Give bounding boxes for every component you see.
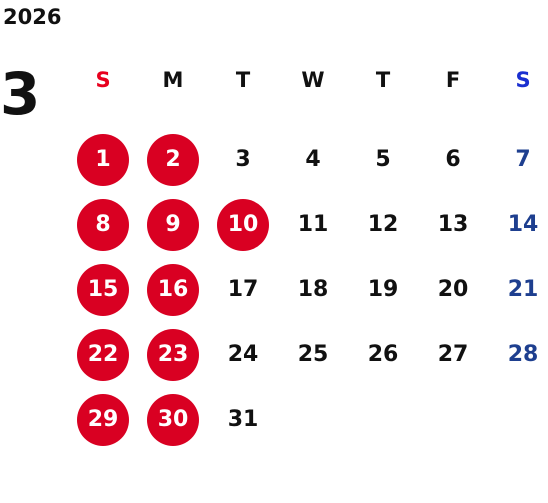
calendar-day-number: 8 xyxy=(95,212,111,237)
calendar-day-number: 7 xyxy=(515,147,531,172)
weekday-header-tuesday: T xyxy=(235,68,251,92)
calendar-day-highlighted: 23 xyxy=(138,322,208,387)
calendar-day: 20 xyxy=(418,257,488,322)
calendar-day-highlighted: 30 xyxy=(138,387,208,452)
calendar-day-number: 13 xyxy=(437,212,469,237)
calendar-day-highlighted: 22 xyxy=(68,322,138,387)
weekday-header-monday: M xyxy=(162,68,184,92)
calendar-day: 4 xyxy=(278,127,348,192)
calendar-day-highlighted: 10 xyxy=(208,192,278,257)
calendar-day-number: 11 xyxy=(297,212,329,237)
calendar-day-highlighted: 16 xyxy=(138,257,208,322)
calendar-day: 3 xyxy=(208,127,278,192)
calendar-day: 27 xyxy=(418,322,488,387)
calendar-day-number: 12 xyxy=(367,212,399,237)
calendar-day-number: 31 xyxy=(227,407,259,432)
calendar-day: 14 xyxy=(488,192,548,257)
calendar-day: 6 xyxy=(418,127,488,192)
calendar-day-highlighted: 2 xyxy=(138,127,208,192)
calendar-day-highlighted: 9 xyxy=(138,192,208,257)
calendar-day-number: 27 xyxy=(437,342,469,367)
calendar-day-number: 14 xyxy=(507,212,539,237)
calendar-day: 11 xyxy=(278,192,348,257)
calendar-day: 12 xyxy=(348,192,418,257)
calendar-day-highlighted: 8 xyxy=(68,192,138,257)
calendar-day-number: 1 xyxy=(95,147,111,172)
calendar-day-number: 20 xyxy=(437,277,469,302)
calendar-day: 18 xyxy=(278,257,348,322)
calendar-day: 17 xyxy=(208,257,278,322)
calendar-day-number: 10 xyxy=(227,212,259,237)
calendar-day-number: 15 xyxy=(87,277,119,302)
calendar-day: 28 xyxy=(488,322,548,387)
calendar-day: 19 xyxy=(348,257,418,322)
calendar-day-number: 24 xyxy=(227,342,259,367)
calendar-day-number: 23 xyxy=(157,342,189,367)
calendar-day-number: 19 xyxy=(367,277,399,302)
calendar-day-number: 2 xyxy=(165,147,181,172)
calendar-day-number: 26 xyxy=(367,342,399,367)
calendar-day-number: 18 xyxy=(297,277,329,302)
calendar-day-number: 30 xyxy=(157,407,189,432)
weekday-header-sunday: S xyxy=(95,68,111,92)
calendar-day: 7 xyxy=(488,127,548,192)
calendar-day-number: 5 xyxy=(375,147,391,172)
calendar-day-highlighted: 15 xyxy=(68,257,138,322)
weekday-header-wednesday: W xyxy=(301,68,325,92)
calendar-day-number: 25 xyxy=(297,342,329,367)
calendar-day-number: 28 xyxy=(507,342,539,367)
calendar-day-number: 9 xyxy=(165,212,181,237)
calendar-day-highlighted: 1 xyxy=(68,127,138,192)
calendar-day-number: 17 xyxy=(227,277,259,302)
calendar-day: 24 xyxy=(208,322,278,387)
calendar-day: 25 xyxy=(278,322,348,387)
calendar-day-number: 4 xyxy=(305,147,321,172)
calendar-day: 21 xyxy=(488,257,548,322)
calendar-day-number: 29 xyxy=(87,407,119,432)
calendar-day: 5 xyxy=(348,127,418,192)
calendar-month: 3 xyxy=(0,60,41,128)
weekday-header-thursday: T xyxy=(375,68,391,92)
calendar-day: 31 xyxy=(208,387,278,452)
weekday-header-friday: F xyxy=(445,68,461,92)
calendar-day-number: 3 xyxy=(235,147,251,172)
calendar-day-number: 6 xyxy=(445,147,461,172)
calendar-day: 13 xyxy=(418,192,488,257)
calendar-day: 26 xyxy=(348,322,418,387)
calendar-day-number: 22 xyxy=(87,342,119,367)
calendar-day-number: 21 xyxy=(507,277,539,302)
calendar-day-number: 16 xyxy=(157,277,189,302)
calendar-year: 2026 xyxy=(3,5,62,29)
weekday-header-saturday: S xyxy=(515,68,531,92)
calendar-day-highlighted: 29 xyxy=(68,387,138,452)
